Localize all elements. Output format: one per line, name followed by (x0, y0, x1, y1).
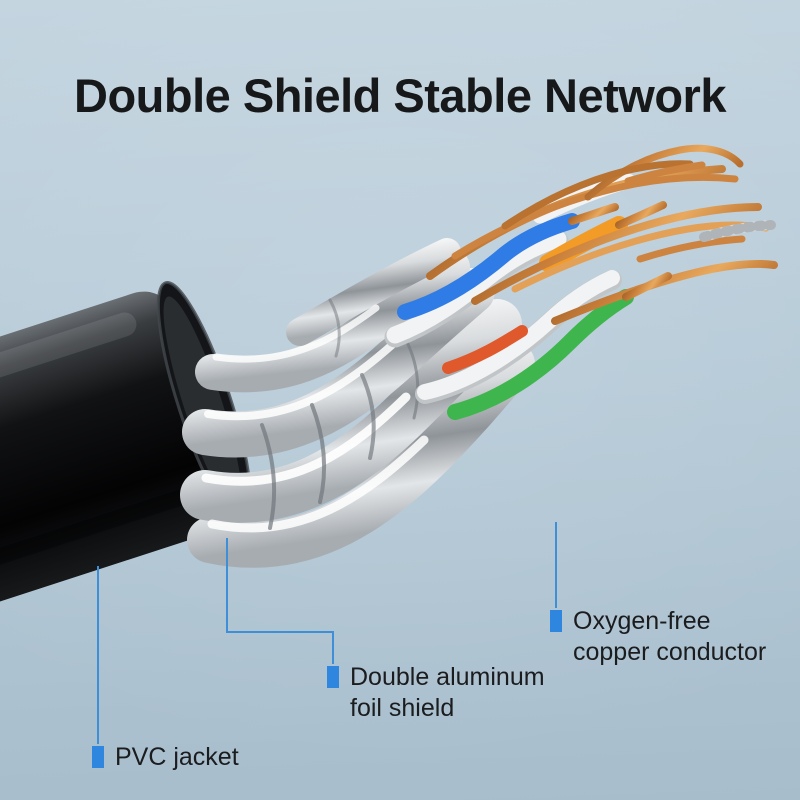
pvc-jacket-bullet-icon (92, 746, 104, 768)
callout-pvc-jacket: PVC jacket (92, 742, 239, 773)
foil-callout-line (226, 538, 334, 664)
pvc-jacket (0, 280, 253, 679)
copper-conductors (426, 144, 778, 325)
callout-copper-conductor: Oxygen-free copper conductor (550, 606, 788, 668)
callout-foil-shield: Double aluminum foil shield (327, 662, 565, 724)
page-title: Double Shield Stable Network (74, 69, 726, 122)
foil-shield-bullet-icon (327, 666, 339, 688)
foil-shield-label: Double aluminum foil shield (350, 663, 545, 722)
copper-conductor-bullet-icon (550, 610, 562, 632)
callout-lines (97, 522, 557, 744)
copper-conductor-label: Oxygen-free copper conductor (573, 607, 767, 666)
pvc-jacket-label: PVC jacket (115, 743, 239, 771)
